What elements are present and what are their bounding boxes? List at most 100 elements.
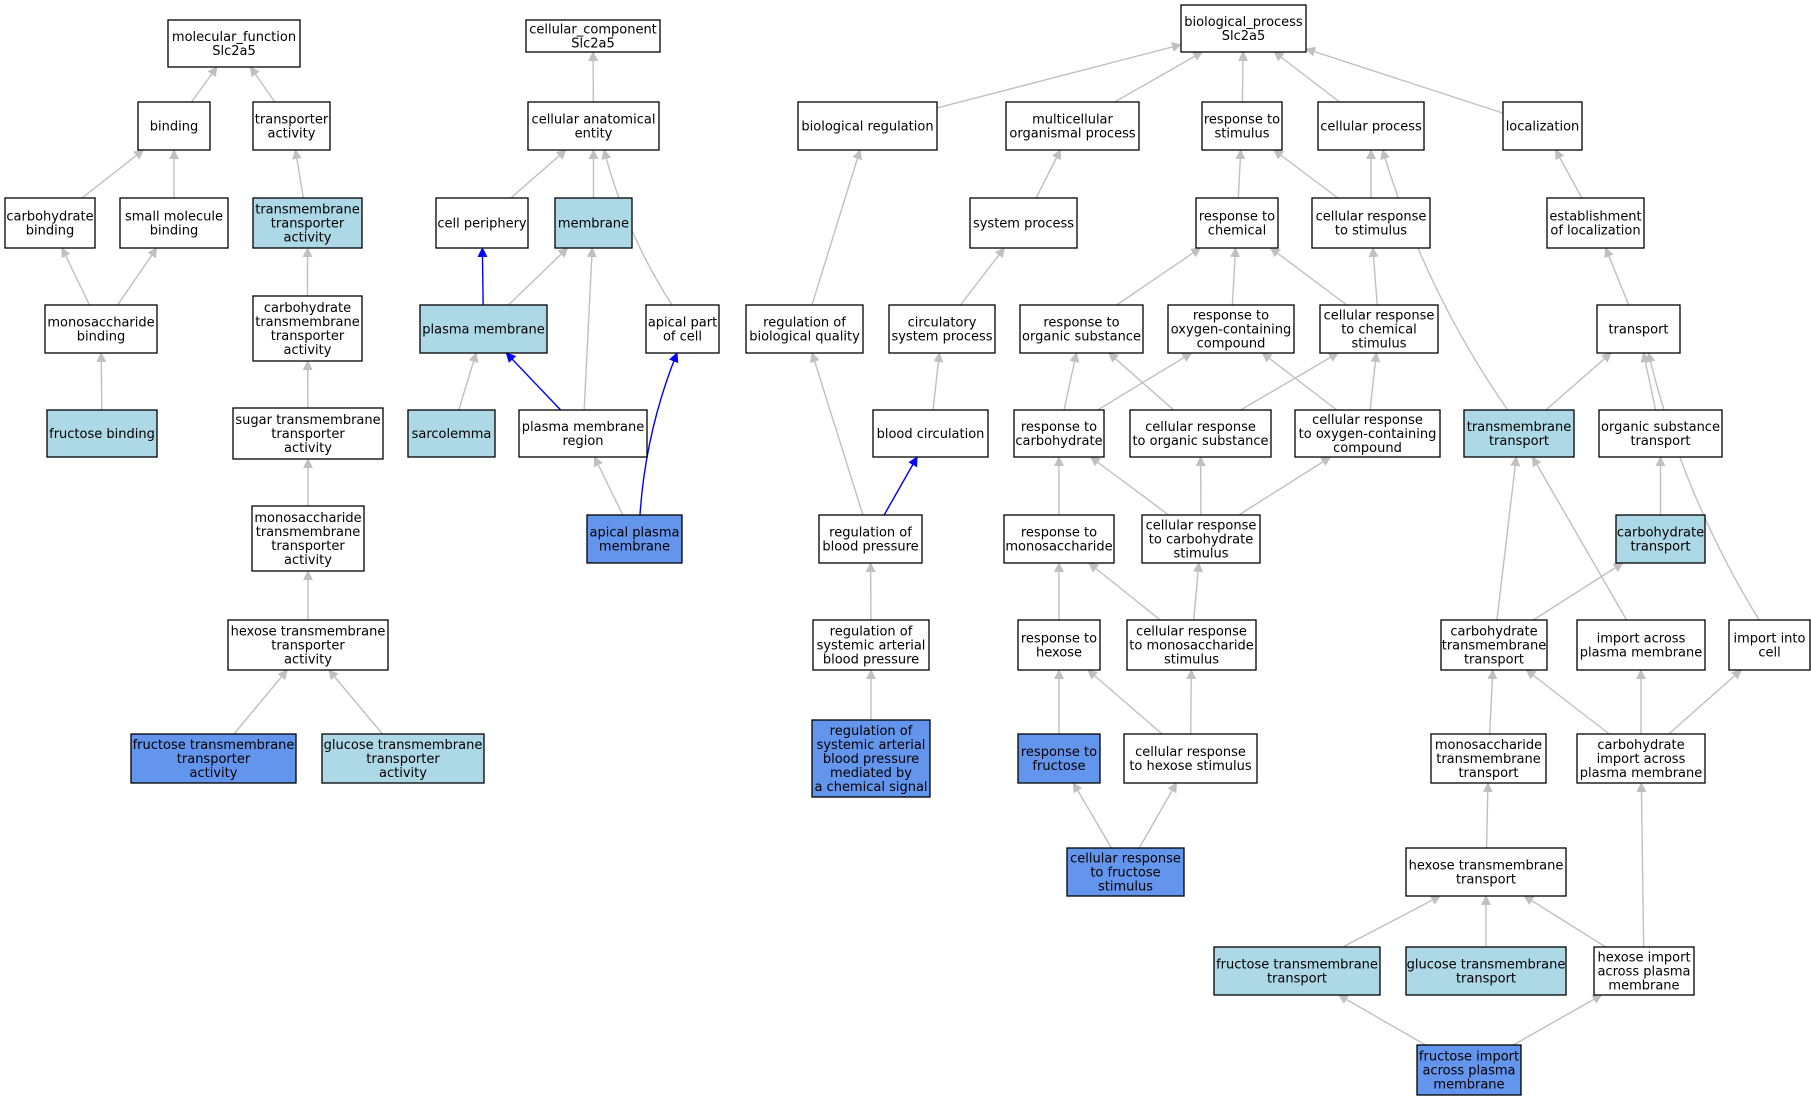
node-label-line: membrane bbox=[599, 540, 670, 555]
node-label-line: carbohydrate bbox=[264, 301, 351, 316]
node-box bbox=[1728, 619, 1811, 671]
node-label-line: mediated by bbox=[830, 766, 912, 781]
node-label-line: hexose transmembrane bbox=[1409, 859, 1564, 874]
node-label-line: activity bbox=[284, 441, 332, 456]
node-box bbox=[252, 101, 331, 151]
node-label-line: system process bbox=[891, 330, 992, 345]
node-box bbox=[1546, 197, 1645, 249]
edge-cell_resp_fructose-to-cell_resp_hexose bbox=[1138, 782, 1178, 849]
node-label-line: carbohydrate bbox=[6, 210, 93, 225]
node-label-line: Slc2a5 bbox=[212, 44, 256, 59]
node-box bbox=[1013, 409, 1105, 458]
edge-apical_pm-to-pm_region bbox=[593, 456, 624, 516]
node-box bbox=[1317, 101, 1425, 151]
node-cell-periphery: cell periphery bbox=[435, 197, 529, 249]
node-label-line: organic substance bbox=[1022, 330, 1141, 345]
node-label-line: monosaccharide bbox=[1435, 738, 1542, 753]
edge-circ_sys-to-system_process bbox=[959, 247, 1005, 306]
edge-cell_periphery-to-cell_anat bbox=[510, 149, 567, 199]
node-label-line: transmembrane bbox=[1442, 639, 1547, 654]
node-box bbox=[1319, 304, 1439, 354]
node-label-line: stimulus bbox=[1214, 127, 1269, 142]
node-label-line: cellular response bbox=[1312, 413, 1423, 428]
node-label-line: transmembrane bbox=[256, 525, 361, 540]
edge-resp_stim-to-bp bbox=[1238, 51, 1249, 103]
edge-bio_reg-to-bp bbox=[936, 42, 1182, 109]
node-box bbox=[419, 304, 548, 354]
node-label-line: activity bbox=[268, 127, 316, 142]
node-label-line: multicellular bbox=[1032, 113, 1113, 128]
node-label-line: entity bbox=[575, 127, 613, 142]
node-label-line: regulation of bbox=[763, 316, 846, 331]
node-box bbox=[818, 514, 923, 564]
node-label-line: cellular response bbox=[1146, 519, 1257, 534]
node-box bbox=[1294, 409, 1441, 458]
node-label-line: small molecule bbox=[125, 210, 223, 225]
node-label-line: glucose transmembrane bbox=[1407, 958, 1566, 973]
node-box bbox=[1405, 847, 1567, 897]
node-label-line: to fructose bbox=[1090, 866, 1160, 881]
node-box bbox=[252, 295, 363, 362]
node-label-line: fructose import bbox=[1419, 1050, 1519, 1065]
node-box bbox=[407, 409, 496, 458]
node-label-line: regulation of bbox=[830, 724, 913, 739]
node-box bbox=[527, 101, 660, 151]
node-box bbox=[1576, 733, 1706, 784]
node-label-line: apical plasma bbox=[590, 526, 680, 541]
node-label-line: cellular process bbox=[1320, 120, 1422, 135]
node-label-line: fructose binding bbox=[49, 427, 155, 442]
edge-pm_region-to-membrane bbox=[583, 247, 597, 411]
node-label-line: establishment bbox=[1549, 210, 1641, 225]
node-box bbox=[586, 514, 683, 564]
node-label-line: import into bbox=[1734, 632, 1806, 647]
edge-apical_pm-to-apical_part bbox=[639, 352, 679, 516]
node-label-line: localization bbox=[1506, 120, 1580, 135]
node-sarcolemma: sarcolemma bbox=[407, 409, 496, 458]
node-label-line: response to bbox=[1021, 420, 1097, 435]
node-label-line: transporter bbox=[271, 329, 345, 344]
edge-carb_import_pm-to-import_cell bbox=[1668, 669, 1742, 735]
node-label-line: regulation of bbox=[830, 625, 913, 640]
node-label-line: cellular anatomical bbox=[532, 113, 656, 128]
edge-tm_transporter_act-to-transporter_act bbox=[291, 149, 305, 199]
edge-cell_resp_mono-to-resp_mono bbox=[1088, 562, 1161, 621]
edge-cell_resp_chem-to-resp_chem bbox=[1269, 247, 1348, 306]
node-label-line: hexose import bbox=[1597, 951, 1690, 966]
node-box bbox=[1213, 946, 1381, 996]
edge-fructose_import_pm-to-fructose_tm_transport bbox=[1337, 994, 1426, 1046]
node-label-line: cellular response bbox=[1316, 210, 1427, 225]
node-label-line: biological quality bbox=[749, 330, 860, 345]
node-box bbox=[1416, 1044, 1522, 1096]
edge-cell_resp_carb-to-resp_carb bbox=[1089, 456, 1170, 516]
edge-transporter_act-to-mf bbox=[249, 66, 276, 103]
node-label-line: import across bbox=[1597, 632, 1686, 647]
node-label-line: response to bbox=[1021, 526, 1097, 541]
node-label-line: fructose transmembrane bbox=[1216, 958, 1378, 973]
node-label-line: stimulus bbox=[1098, 880, 1153, 895]
node-box bbox=[119, 197, 229, 249]
node-label-line: cellular response bbox=[1136, 625, 1247, 640]
node-label-line: response to bbox=[1193, 309, 1269, 324]
edge-cell_resp_hexose-to-cell_resp_mono bbox=[1186, 669, 1197, 735]
node-label-line: organismal process bbox=[1009, 127, 1135, 142]
